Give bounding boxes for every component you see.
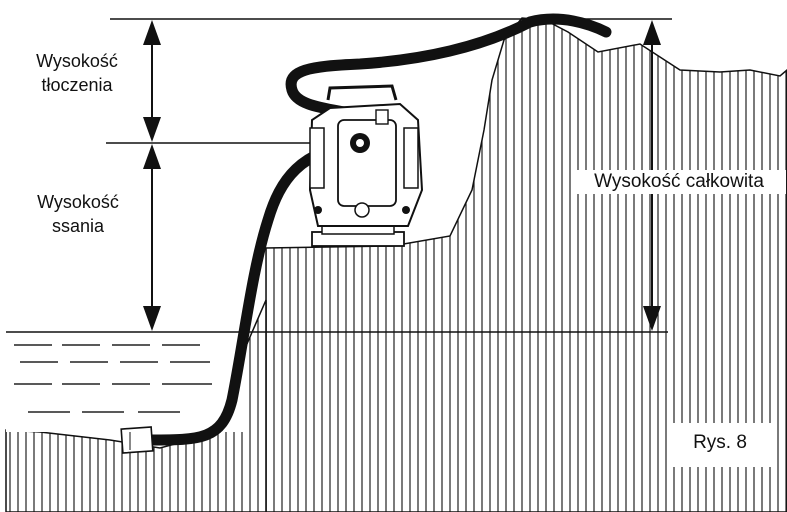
total-height-label: Wysokość całkowita xyxy=(572,170,786,194)
discharge-hose xyxy=(285,13,612,126)
suction-hose xyxy=(144,137,366,446)
discharge-height-label: Wysokość tłoczenia xyxy=(14,49,140,97)
terrain xyxy=(265,17,787,512)
suction-height-label-line-1: Wysokość xyxy=(37,192,119,212)
suction-height-label: Wysokość ssania xyxy=(18,190,138,238)
water-pump-icon xyxy=(308,84,424,247)
water xyxy=(6,331,668,432)
suction-height-arrow xyxy=(143,144,161,331)
figure-number-box: Rys. 8 xyxy=(668,423,772,467)
discharge-height-label-line-2: tłoczenia xyxy=(41,75,113,95)
suction-height-label-line-2: ssania xyxy=(51,216,105,236)
figure-number: Rys. 8 xyxy=(693,432,747,453)
discharge-height-arrow xyxy=(143,20,161,142)
strainer-icon xyxy=(120,426,154,454)
discharge-height-label-line-1: Wysokość xyxy=(36,51,118,71)
